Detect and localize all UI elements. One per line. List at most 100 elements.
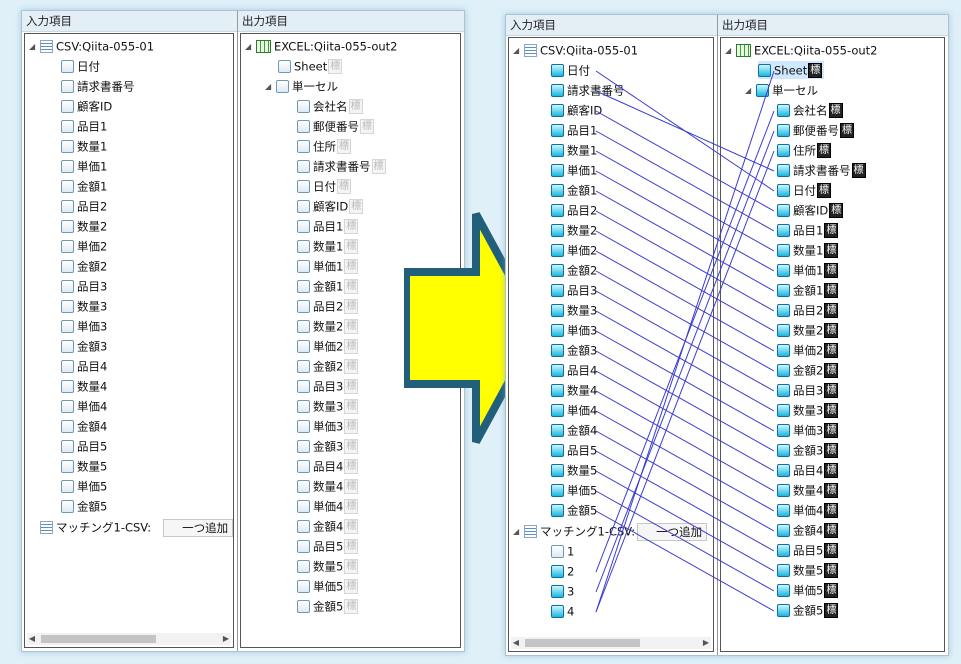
tree-expander-icon[interactable]: ◢ [513, 45, 520, 55]
input-field[interactable]: 数量5 [61, 457, 107, 475]
input-field[interactable]: 単価5 [61, 477, 107, 495]
matching-node[interactable]: マッチング1-CSV:一つ追加 [40, 518, 233, 537]
output-cell[interactable]: 請求書番号標 [777, 161, 866, 179]
input-field[interactable]: 金額1 [61, 177, 107, 195]
input-field[interactable]: 請求書番号 [61, 77, 135, 95]
input-field[interactable]: 日付 [551, 61, 590, 79]
output-cell[interactable]: 会社名標 [297, 97, 363, 115]
tree-expander-icon[interactable]: ◢ [513, 526, 520, 536]
input-field[interactable]: 単価1 [551, 161, 597, 179]
output-cell[interactable]: 請求書番号標 [297, 157, 386, 175]
input-field[interactable]: 数量2 [61, 217, 107, 235]
scroll-left-icon[interactable]: ◀ [28, 634, 36, 643]
input-field[interactable]: 単価2 [61, 237, 107, 255]
input-field[interactable]: 請求書番号 [551, 81, 625, 99]
matching-field[interactable]: 1 [551, 542, 574, 560]
input-field[interactable]: 品目3 [551, 281, 597, 299]
output-root[interactable]: ◢EXCEL:Qiita-055-out2 [245, 37, 398, 55]
output-root[interactable]: ◢EXCEL:Qiita-055-out2 [725, 41, 878, 59]
matching-node[interactable]: ◢マッチング1-CSV:一つ追加 [513, 522, 708, 541]
add-one-button[interactable]: 一つ追加 [637, 522, 708, 541]
input-field[interactable]: 単価3 [61, 317, 107, 335]
input-field[interactable]: 顧客ID [551, 101, 602, 119]
input-field[interactable]: 単価4 [551, 401, 597, 419]
horizontal-scrollbar[interactable]: ◀ ▶ [27, 633, 231, 645]
input-field[interactable]: 数量4 [551, 381, 597, 399]
scroll-left-icon[interactable]: ◀ [512, 638, 520, 647]
input-field[interactable]: 金額1 [551, 181, 597, 199]
output-cell[interactable]: 住所標 [777, 141, 831, 159]
tree-expander-icon[interactable]: ◢ [265, 81, 272, 91]
input-field[interactable]: 数量1 [551, 141, 597, 159]
output-cell[interactable]: 日付標 [777, 181, 831, 199]
input-field[interactable]: 金額3 [551, 341, 597, 359]
input-field[interactable]: 数量3 [551, 301, 597, 319]
scroll-thumb[interactable] [525, 639, 640, 647]
input-field[interactable]: 品目4 [61, 357, 107, 375]
single-cell-node[interactable]: ◢単一セル [745, 81, 818, 99]
input-field[interactable]: 単価3 [551, 321, 597, 339]
scroll-right-icon[interactable]: ▶ [702, 638, 710, 647]
input-root[interactable]: ◢CSV:Qiita-055-01 [29, 37, 154, 55]
input-field[interactable]: 品目5 [61, 437, 107, 455]
input-field[interactable]: 品目1 [551, 121, 597, 139]
input-root[interactable]: ◢CSV:Qiita-055-01 [513, 41, 638, 59]
input-field[interactable]: 品目3 [61, 277, 107, 295]
input-field[interactable]: 単価2 [551, 241, 597, 259]
output-cell[interactable]: 郵便番号標 [777, 121, 854, 139]
input-field[interactable]: 単価1 [61, 157, 107, 175]
input-field[interactable]: 金額5 [61, 497, 107, 515]
input-field[interactable]: 金額4 [61, 417, 107, 435]
output-cell[interactable]: 会社名標 [777, 101, 843, 119]
output-cell[interactable]: 住所標 [297, 137, 351, 155]
input-tree[interactable]: ◢CSV:Qiita-055-01 日付 請求書番号 顧客ID 品目1 数量1 … [24, 33, 234, 648]
input-field[interactable]: 金額4 [551, 421, 597, 439]
input-field[interactable]: 品目1 [61, 117, 107, 135]
output-cell[interactable]: 郵便番号標 [297, 117, 374, 135]
matching-field[interactable]: 3 [551, 582, 574, 600]
input-field[interactable]: 数量2 [551, 221, 597, 239]
input-field[interactable]: 数量3 [61, 297, 107, 315]
input-field[interactable]: 金額3 [61, 337, 107, 355]
input-tree[interactable]: ◢CSV:Qiita-055-01 日付 請求書番号 顧客ID 品目1 数量1 … [508, 37, 714, 652]
input-field[interactable]: 数量5 [551, 461, 597, 479]
input-field[interactable]: 金額2 [61, 257, 107, 275]
horizontal-scrollbar[interactable]: ◀ ▶ [511, 637, 711, 649]
input-field[interactable]: 品目4 [551, 361, 597, 379]
input-field[interactable]: 顧客ID [61, 97, 112, 115]
